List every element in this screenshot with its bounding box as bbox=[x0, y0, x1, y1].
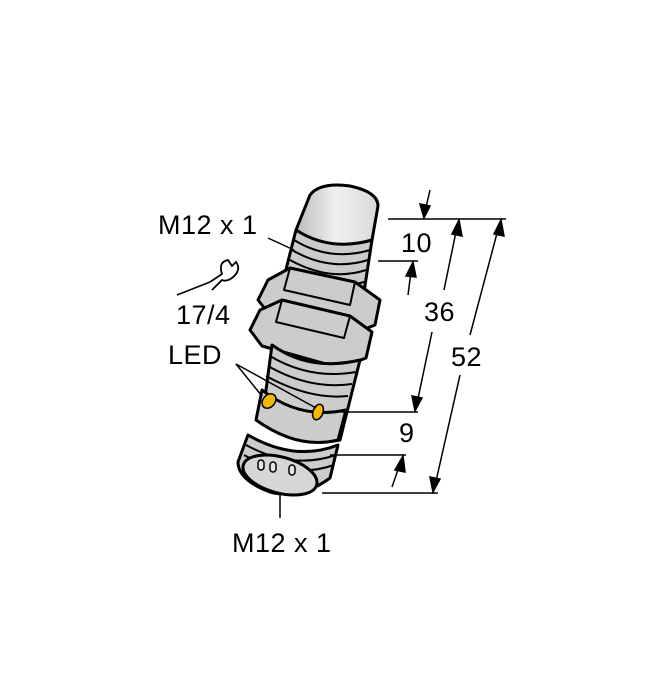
connector-pins bbox=[257, 459, 296, 476]
dim-sensing-face: 10 bbox=[401, 228, 433, 258]
led-band bbox=[254, 388, 348, 444]
led-indicator-left bbox=[261, 393, 277, 409]
dim-connector-length: 9 bbox=[399, 418, 415, 448]
dim-total-length: 52 bbox=[451, 342, 483, 372]
thread-bottom-label: M12 x 1 bbox=[232, 528, 332, 558]
dim-thread-length: 36 bbox=[424, 297, 456, 327]
wrench-size-label: 17/4 bbox=[176, 300, 231, 330]
sensor-body bbox=[236, 183, 382, 497]
led-label: LED bbox=[168, 340, 223, 370]
dimension-lines bbox=[322, 189, 506, 495]
leader-lines bbox=[176, 237, 317, 518]
thread-top-label: M12 x 1 bbox=[158, 210, 258, 240]
wrench-icon bbox=[209, 258, 240, 291]
